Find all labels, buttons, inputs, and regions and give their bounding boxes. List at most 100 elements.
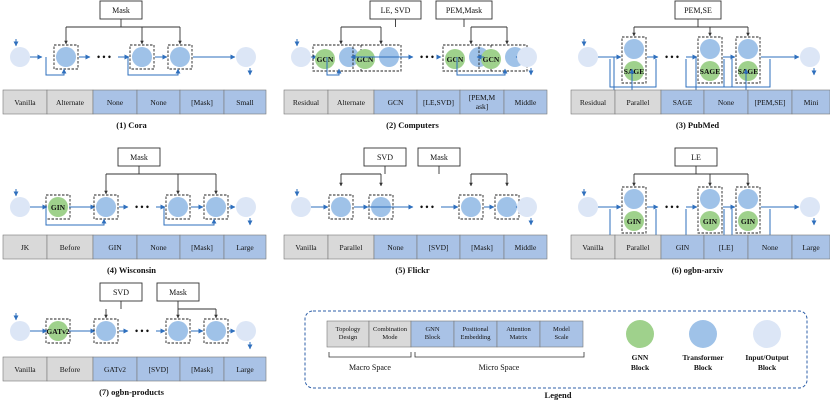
attention-label: SVD <box>113 288 129 297</box>
legend-item-line: Block <box>758 363 777 372</box>
legend-cell-line: Model <box>553 326 570 333</box>
transformer-block <box>331 197 351 217</box>
attention-label: Mask <box>130 153 148 162</box>
config-cell <box>459 89 505 115</box>
config-cell-label: [Mask] <box>191 365 213 374</box>
config-cell <box>503 234 548 260</box>
transformer-block <box>56 47 76 67</box>
legend-title: Legend <box>545 390 572 400</box>
config-cell <box>327 89 375 115</box>
legend-item-line: Block <box>631 363 650 372</box>
config-cell-line: [PEM,M <box>469 93 496 102</box>
config-cell-label: GCN <box>388 98 404 107</box>
config-cell <box>46 89 94 115</box>
config-cell <box>614 89 662 115</box>
legend-cell <box>368 320 412 348</box>
config-cell-label: None <box>150 243 167 252</box>
gnn-block-swatch <box>626 320 654 348</box>
transformer-block <box>624 39 644 59</box>
config-cell-label: Large <box>236 365 254 374</box>
gnn-block-label: SAGE <box>738 67 758 76</box>
gnn-block-label: GCN <box>483 55 500 64</box>
legend-cell-line: GNN <box>425 326 439 333</box>
layer-group-box <box>165 318 191 344</box>
input-block <box>578 197 598 217</box>
legend-item-line: Input/Output <box>745 353 789 362</box>
layer-group-box <box>328 194 354 220</box>
legend-item-line: Transformer <box>682 353 724 362</box>
config-cell-label: [LE,SVD] <box>423 98 454 107</box>
skip-connection <box>456 57 508 76</box>
legend-cell-line: Block <box>425 334 441 341</box>
config-cell-label: [Mask] <box>471 243 493 252</box>
gnn-block <box>355 49 375 69</box>
config-cell-label: Middle <box>515 243 537 252</box>
config-cell-label: Large <box>236 243 254 252</box>
config-cell-label: None <box>718 98 735 107</box>
legend-cell-line: Embedding <box>461 334 492 341</box>
config-cell-label: JK <box>21 243 30 252</box>
config-cell-label: Alternate <box>56 98 85 107</box>
config-cell-line: ask] <box>476 102 489 111</box>
panel-caption: (1) Cora <box>116 120 147 130</box>
legend-cell-line: Topology <box>336 326 362 333</box>
legend-cell-line: Combination <box>373 326 408 333</box>
config-cell-label: Large <box>802 243 820 252</box>
skip-connection <box>163 207 217 226</box>
layer-group-box <box>352 44 402 72</box>
gnn-block <box>48 197 68 217</box>
config-cell <box>223 356 267 382</box>
legend-cell <box>453 320 498 348</box>
transformer-block <box>170 47 190 67</box>
config-cell-label: SAGE <box>673 98 693 107</box>
gnn-block <box>445 49 465 69</box>
macro-space-label: Macro Space <box>349 363 391 372</box>
config-cell-label: Vanilla <box>14 365 36 374</box>
gnn-block <box>315 49 335 69</box>
layer-group-box <box>697 186 723 234</box>
legend-cell-line: Matrix <box>510 334 528 341</box>
gnn-block <box>624 211 644 231</box>
config-cell-label: Mini <box>804 98 819 107</box>
config-cell <box>791 89 830 115</box>
config-cell <box>373 89 418 115</box>
config-cell <box>2 234 48 260</box>
config-cell <box>2 356 48 382</box>
gnn-block-label: SAGE <box>624 67 644 76</box>
attention-label: PEM,SE <box>684 6 712 15</box>
config-cell-label: [Mask] <box>191 243 213 252</box>
attention-label: Mask <box>169 288 187 297</box>
config-cell <box>416 234 461 260</box>
output-block <box>800 47 820 67</box>
layer-group-box <box>621 186 647 234</box>
config-cell <box>179 234 225 260</box>
skip-connection <box>45 207 107 226</box>
input-block <box>10 197 30 217</box>
transformer-block <box>497 197 517 217</box>
legend-cell-line: Attention <box>506 326 531 333</box>
layer-group-box <box>93 318 119 344</box>
transformer-block <box>206 321 226 341</box>
config-cell-label: GIN <box>108 243 122 252</box>
config-cell-label: None <box>762 243 779 252</box>
attention-label: Mask <box>112 6 130 15</box>
gnn-block <box>481 49 501 69</box>
config-cell <box>223 89 267 115</box>
gnn-block-label: GIN <box>703 217 718 226</box>
layer-group-box <box>203 318 229 344</box>
layer-group-box <box>735 186 761 234</box>
gnn-block-label: GCN <box>447 55 464 64</box>
gnn-block <box>700 61 720 81</box>
input-block <box>291 197 311 217</box>
config-cell <box>503 89 548 115</box>
panel-caption: (5) Flickr <box>395 265 429 275</box>
transformer-block <box>96 321 116 341</box>
legend-frame <box>304 310 808 389</box>
